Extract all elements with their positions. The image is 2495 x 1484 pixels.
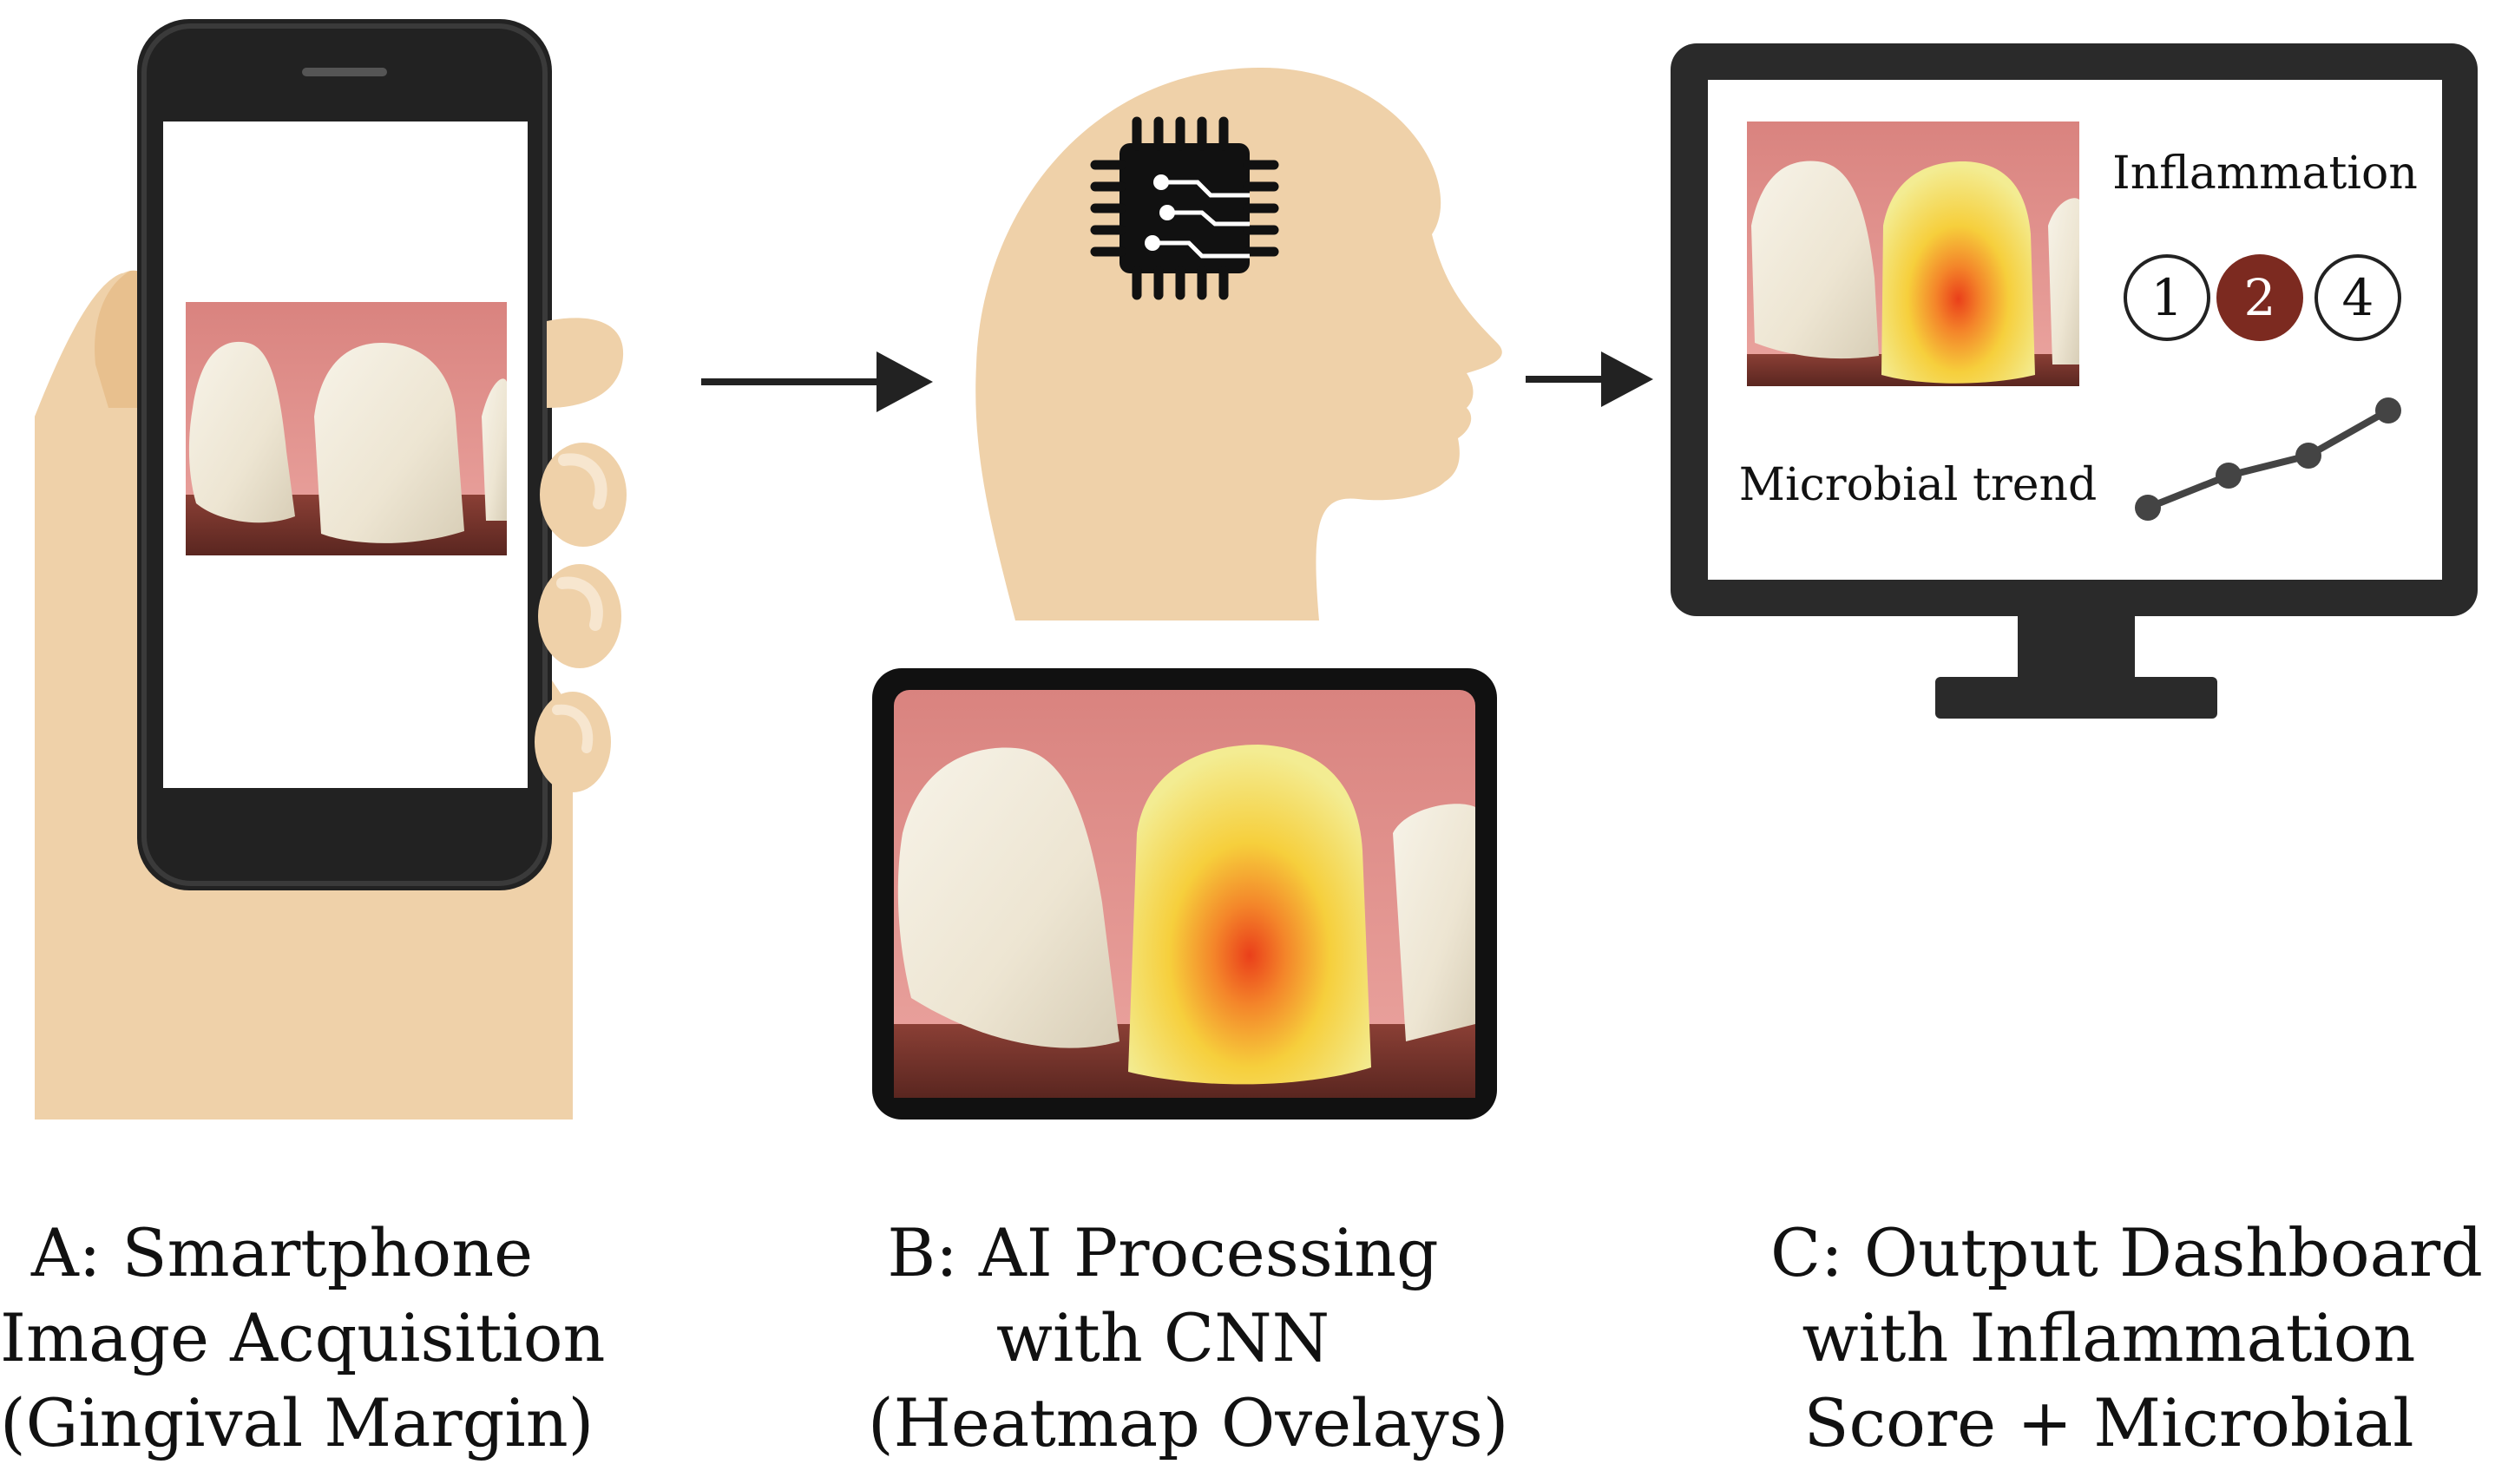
caption-a-line-2: Image Acquisition <box>0 1299 606 1376</box>
caption-a-line-1: A: Smartphone <box>30 1214 534 1291</box>
caption-c-line-3: Score + Microbial <box>1803 1384 2414 1461</box>
fingers <box>535 318 627 792</box>
score-2-selected: 2 <box>2216 254 2303 341</box>
caption-c-line-2: with Inflammation <box>1802 1299 2416 1376</box>
heatmap-overlay-image <box>872 668 1497 1120</box>
inflammation-score-scale: 1 2 4 <box>2124 254 2401 341</box>
head-with-cnn-chip-icon <box>975 67 1502 621</box>
score-1-label: 1 <box>2151 268 2183 327</box>
caption-b-line-2: with CNN <box>995 1299 1330 1376</box>
trend-point <box>2135 495 2161 521</box>
trend-point <box>2216 463 2242 489</box>
inflammation-label: Inflammation <box>2112 148 2418 200</box>
trend-point <box>2295 443 2321 469</box>
caption-b-line-3: (Heatmap Ovelays) <box>868 1384 1509 1461</box>
monitor-base <box>1935 677 2217 719</box>
microbial-trend-label: Microbial trend <box>1739 459 2098 511</box>
score-1: 1 <box>2124 254 2210 341</box>
caption-b-line-1: B: AI Processing <box>887 1214 1439 1291</box>
phone-teeth-photo <box>186 302 507 555</box>
desktop-monitor-icon: Inflammation 1 2 4 Microbial trend <box>1671 43 2478 719</box>
phone-speaker <box>302 68 387 76</box>
score-4-label: 4 <box>2342 268 2374 327</box>
arrow-a-to-b <box>701 351 933 412</box>
caption-panel-a: A: Smartphone Image Acquisition (Gingiva… <box>0 1211 606 1466</box>
trend-point <box>2375 397 2401 424</box>
cnn-chip-icon <box>1090 116 1279 300</box>
caption-a-line-3: (Gingival Margin) <box>0 1384 594 1461</box>
caption-panel-b: B: AI Processing with CNN (Heatmap Ovela… <box>868 1211 1509 1466</box>
hand-holding-smartphone-icon <box>35 19 627 1120</box>
caption-panel-c: C: Output Dashboard with Inflammation Sc… <box>1770 1211 2483 1466</box>
dashboard-heatmap-photo <box>1747 121 2079 386</box>
score-4: 4 <box>2314 254 2401 341</box>
microbial-trend-sparkline <box>2135 397 2401 521</box>
caption-c-line-1: C: Output Dashboard <box>1770 1214 2483 1291</box>
arrow-b-to-c <box>1526 351 1653 407</box>
score-2-label: 2 <box>2244 268 2276 327</box>
